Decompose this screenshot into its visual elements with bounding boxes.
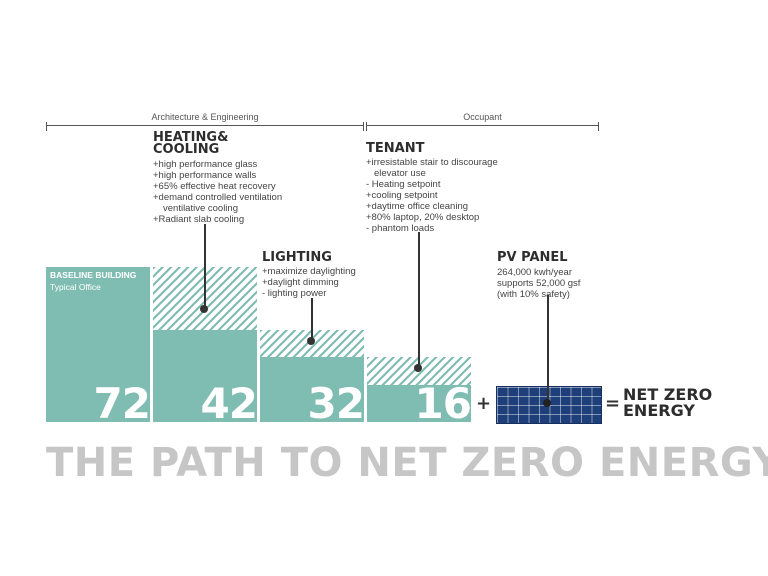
lighting-heading: LIGHTING xyxy=(262,250,332,265)
lighting-value: 32 xyxy=(307,379,365,428)
tenant-leader xyxy=(418,232,420,368)
tenant-items: +irresistable stair to discourage elevat… xyxy=(366,157,498,234)
baseline-sublabel: Typical Office xyxy=(50,282,101,292)
heating-cooling-item: ventilative cooling xyxy=(163,203,238,214)
heating-cooling-item: +high performance walls xyxy=(153,170,257,181)
tenant-item: +cooling setpoint xyxy=(366,190,438,201)
heating-cooling-leader xyxy=(204,224,206,308)
heating-cooling-heading-line2: COOLING xyxy=(153,142,220,157)
heating-cooling-value: 42 xyxy=(200,379,258,428)
baseline-label: BASELINE BUILDING xyxy=(50,270,137,280)
heating-cooling-item: +demand controlled ventilation xyxy=(153,192,283,203)
lighting-leader-dot xyxy=(307,337,315,345)
net-zero-energy-label: NET ZERO ENERGY xyxy=(623,387,712,419)
heating-cooling-heading: HEATING& COOLING xyxy=(153,130,282,157)
architecture-engineering-label: Architecture & Engineering xyxy=(151,112,259,122)
heating-cooling-bar: 42 xyxy=(153,330,258,428)
occupant-label: Occupant xyxy=(463,112,502,122)
tenant-bar: 16 xyxy=(367,379,472,428)
lighting-item: - lighting power xyxy=(262,288,327,299)
tenant-item: elevator use xyxy=(374,168,426,179)
lighting-bar: 32 xyxy=(260,357,365,428)
lighting-leader xyxy=(311,298,313,340)
heating-cooling-heading-line1: HEATING& xyxy=(153,130,229,145)
pv-panel-item: supports 52,000 gsf xyxy=(497,278,581,289)
architecture-engineering-bracket xyxy=(46,122,364,132)
tenant-item: +80% laptop, 20% desktop xyxy=(366,212,480,223)
baseline-value: 72 xyxy=(93,379,151,428)
page-title: THE PATH TO NET ZERO ENERGY xyxy=(46,440,768,486)
heating-cooling-item: +high performance glass xyxy=(153,159,258,170)
net-zero-line2: ENERGY xyxy=(623,401,695,420)
tenant-heading: TENANT xyxy=(366,141,425,156)
tenant-text: TENANT +irresistable stair to discourage… xyxy=(366,141,498,234)
pv-panel-text: PV PANEL 264,000 kwh/year supports 52,00… xyxy=(497,250,580,300)
heating-cooling-text: HEATING& COOLING +high performance glass… xyxy=(153,130,282,225)
pv-panel-leader xyxy=(547,295,549,401)
pv-panel-leader-dot xyxy=(543,399,551,407)
baseline-bar: BASELINE BUILDING Typical Office 72 xyxy=(46,267,151,428)
pv-panel-heading: PV PANEL xyxy=(497,250,568,265)
heating-cooling-item: +Radiant slab cooling xyxy=(153,214,245,225)
pv-panel-items: 264,000 kwh/year supports 52,000 gsf (wi… xyxy=(497,267,580,300)
heating-cooling-item: +65% effective heat recovery xyxy=(153,181,276,192)
lighting-text: LIGHTING +maximize daylighting +daylight… xyxy=(262,250,356,299)
net-zero-line1: NET ZERO xyxy=(623,385,713,404)
tenant-item: +daytime office cleaning xyxy=(366,201,469,212)
lighting-item: +maximize daylighting xyxy=(262,266,356,277)
tenant-value: 16 xyxy=(414,379,472,428)
pv-panel-item: 264,000 kwh/year xyxy=(497,267,572,278)
tenant-item: - Heating setpoint xyxy=(366,179,441,190)
lighting-items: +maximize daylighting +daylight dimming … xyxy=(262,266,356,299)
plus-sign: + xyxy=(476,393,492,414)
occupant-bracket xyxy=(366,122,599,132)
tenant-leader-dot xyxy=(414,364,422,372)
pv-panel-item: (with 10% safety) xyxy=(497,289,570,300)
lighting-item: +daylight dimming xyxy=(262,277,339,288)
heating-cooling-items: +high performance glass +high performanc… xyxy=(153,159,282,225)
equals-sign: = xyxy=(605,393,621,414)
tenant-item: +irresistable stair to discourage xyxy=(366,157,498,168)
heating-cooling-leader-dot xyxy=(200,305,208,313)
tenant-item: - phantom loads xyxy=(366,223,435,234)
